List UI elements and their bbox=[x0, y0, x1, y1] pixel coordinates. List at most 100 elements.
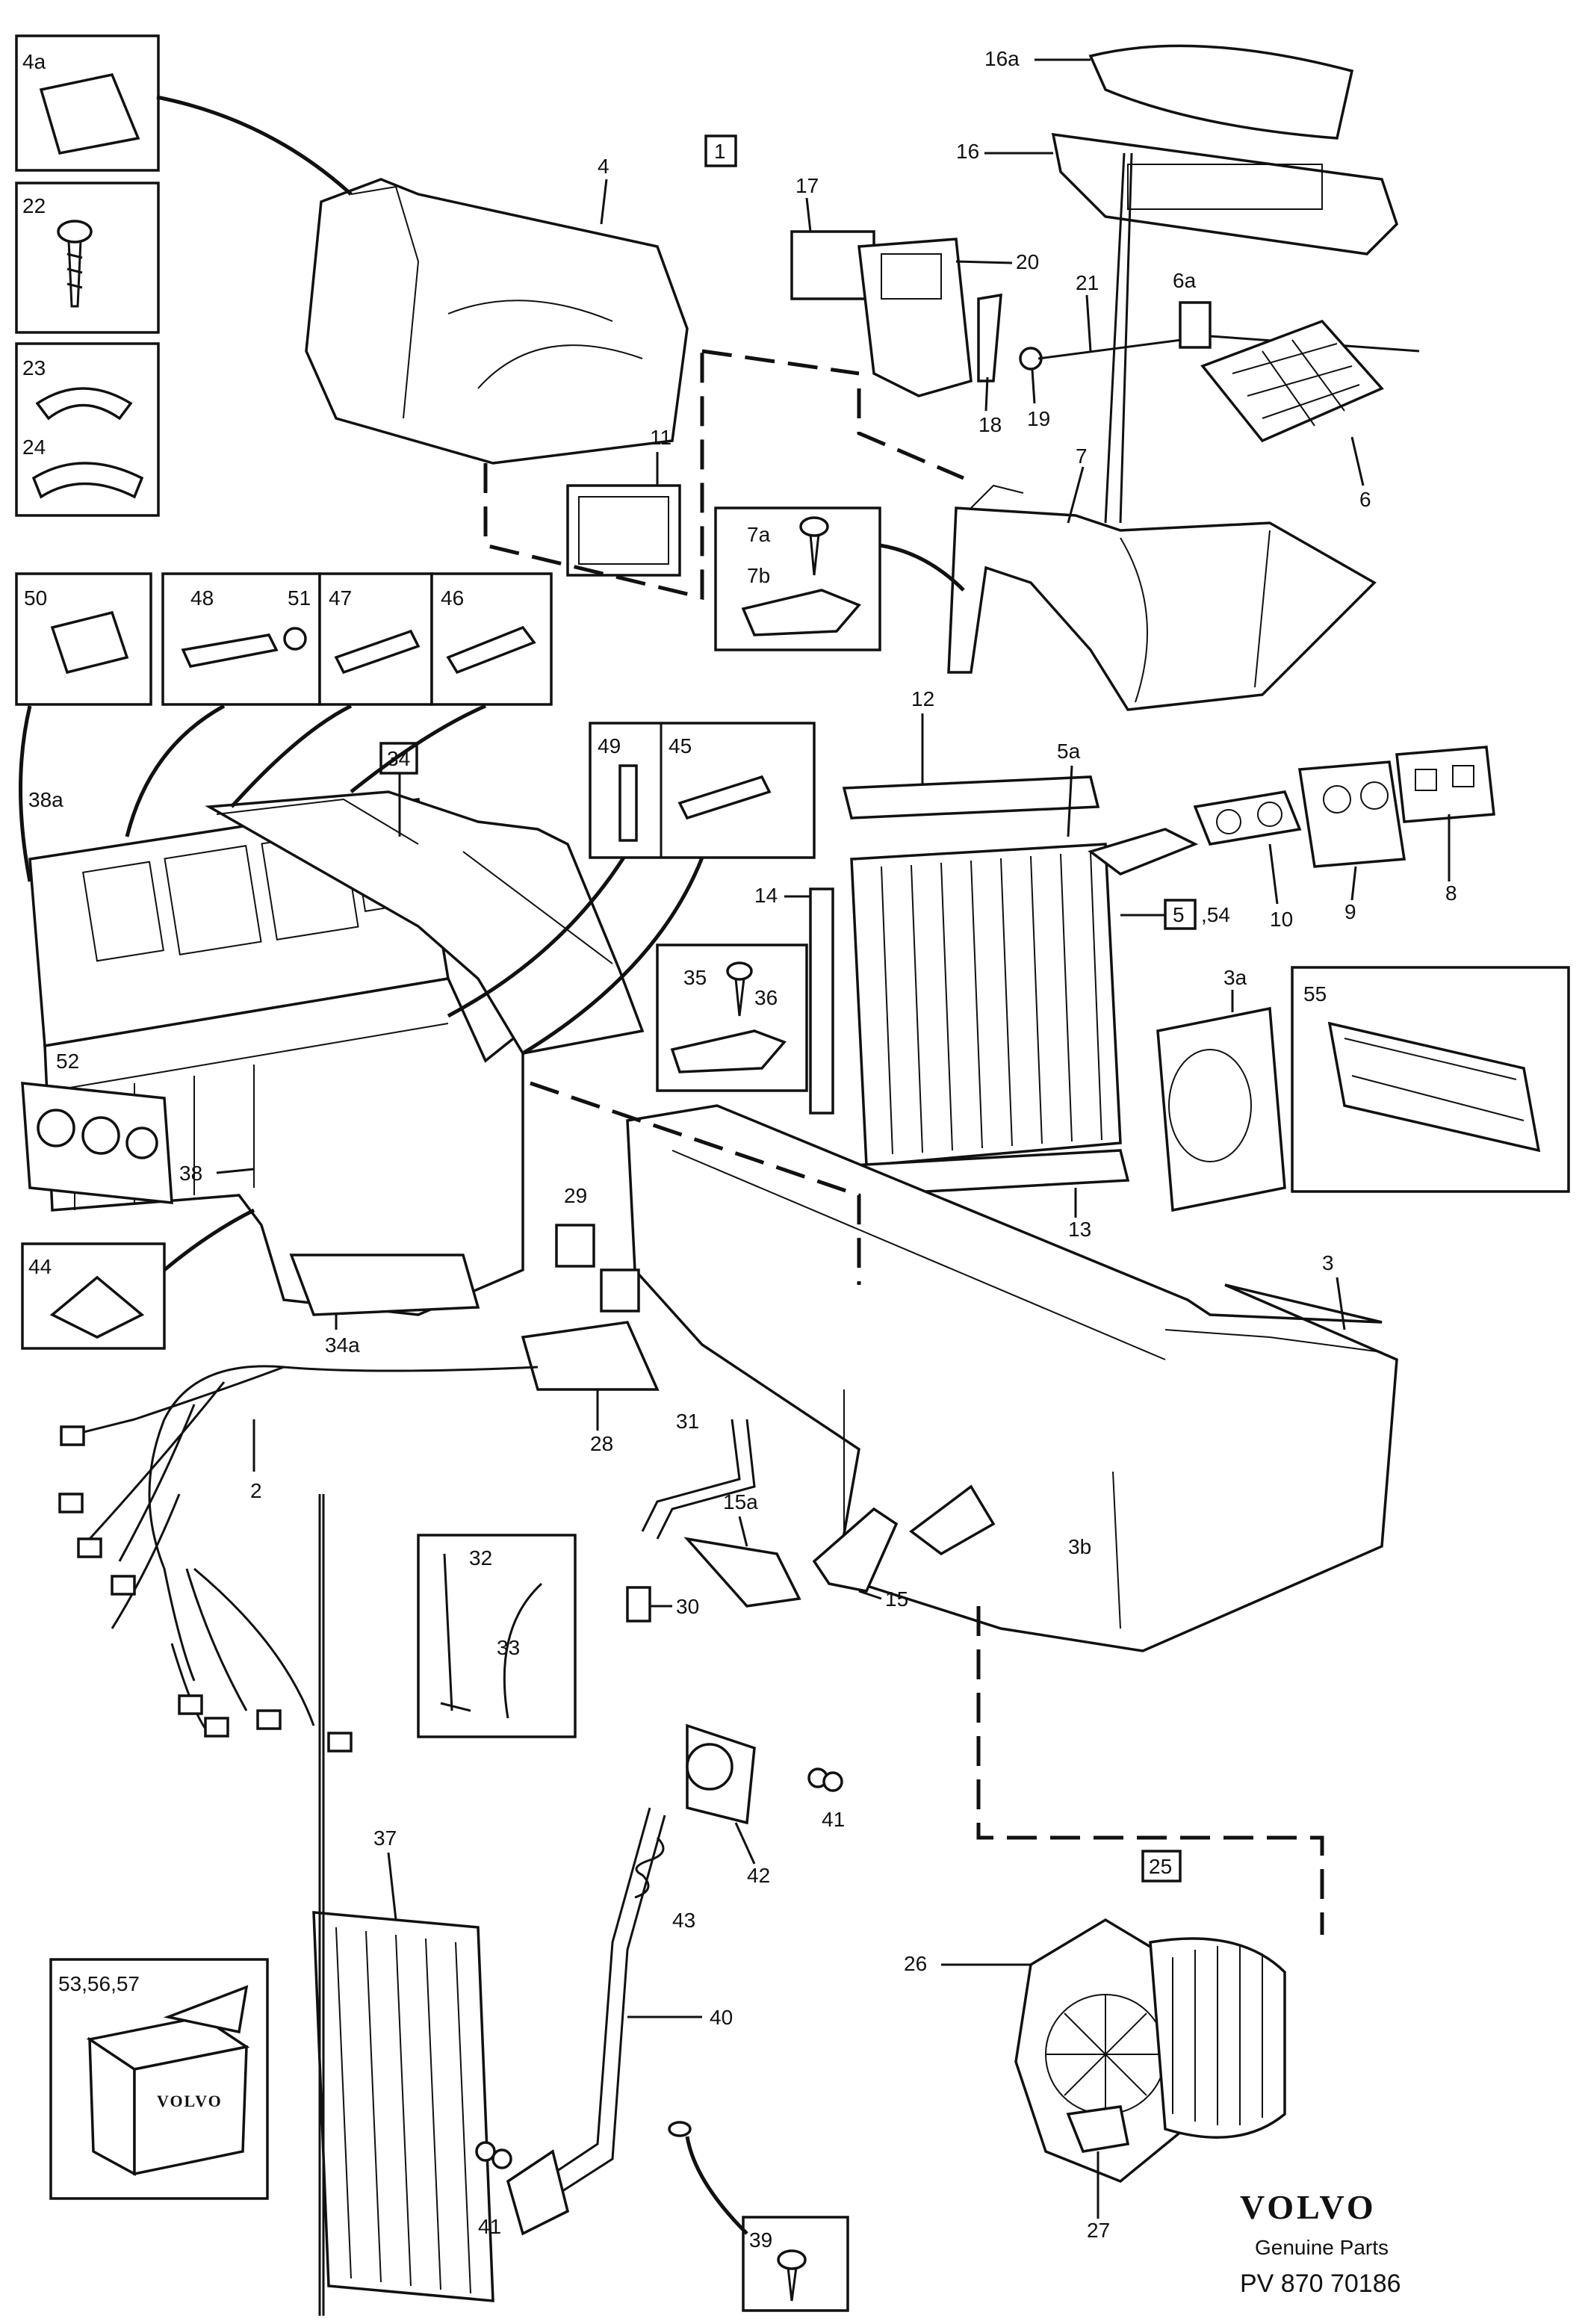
part-28-bracket: 28 bbox=[521, 1321, 660, 1455]
callout-36: 36 bbox=[754, 986, 778, 1009]
callout-8: 8 bbox=[1445, 881, 1457, 905]
arrow-7a-to-7 bbox=[879, 543, 965, 592]
part-17: 17 bbox=[790, 174, 875, 300]
callout-14: 14 bbox=[754, 884, 778, 907]
callout-26: 26 bbox=[904, 1952, 927, 1975]
part-52-control-panel: 52 bbox=[21, 1050, 173, 1204]
part-34a-foam: 34a bbox=[289, 1254, 480, 1357]
arrow-45 bbox=[521, 857, 704, 1056]
part-41-washers-bottom: 41 bbox=[475, 2141, 512, 2238]
callout-15a: 15a bbox=[723, 1490, 758, 1513]
callout-16: 16 bbox=[956, 140, 979, 163]
diagram-code: PV 870 70186 bbox=[1240, 2269, 1401, 2298]
callout-55: 55 bbox=[1303, 982, 1327, 1005]
callout-47: 47 bbox=[329, 586, 352, 610]
callout-22: 22 bbox=[22, 194, 46, 217]
inset-22: 22 bbox=[15, 182, 160, 334]
callout-7b: 7b bbox=[747, 564, 770, 587]
dash-guide-4 bbox=[483, 351, 704, 601]
part-12-cover: 12 bbox=[842, 687, 1100, 819]
callout-box-25 bbox=[1141, 1850, 1182, 1883]
callout-5a: 5a bbox=[1057, 740, 1081, 763]
part-27-connector: 27 bbox=[1066, 2105, 1130, 2242]
arrow-4a-to-4 bbox=[156, 95, 353, 196]
brand-block: VOLVO Genuine Parts PV 870 70186 bbox=[1240, 2188, 1401, 2298]
inset-55: 55 bbox=[1291, 966, 1570, 1193]
inset-53-56-57: 53,56,57 VOLVO bbox=[49, 1958, 269, 2200]
inset-49-45: 49 45 bbox=[589, 722, 816, 859]
callout-52: 52 bbox=[56, 1050, 79, 1073]
callout-3b: 3b bbox=[1068, 1535, 1091, 1558]
part-38-unit: 38 bbox=[43, 977, 524, 1316]
callout-39: 39 bbox=[749, 2228, 772, 2252]
part-6a-clip: 6a bbox=[1173, 269, 1212, 349]
arrow-46 bbox=[350, 704, 487, 793]
callout-51: 51 bbox=[288, 586, 311, 610]
brand-name: VOLVO bbox=[1240, 2188, 1377, 2226]
screw-39 bbox=[668, 2121, 692, 2137]
callout-37: 37 bbox=[373, 1826, 397, 1850]
callout-13: 13 bbox=[1068, 1218, 1091, 1241]
inset-44: 44 bbox=[21, 1242, 166, 1350]
callout-24: 24 bbox=[22, 436, 46, 459]
part-18-lever: 18 bbox=[977, 293, 1002, 436]
callout-6: 6 bbox=[1359, 488, 1371, 511]
callout-3: 3 bbox=[1322, 1251, 1334, 1274]
callout-6a: 6a bbox=[1173, 269, 1197, 292]
part-11-frame: 11 bbox=[566, 426, 681, 577]
callout-29: 29 bbox=[564, 1184, 587, 1207]
inset-46: 46 bbox=[430, 572, 553, 706]
callout-10: 10 bbox=[1270, 908, 1293, 931]
dash-guide-3-25 bbox=[976, 1606, 1324, 1935]
callout-16a: 16a bbox=[984, 47, 1020, 70]
part-42-valve: 42 bbox=[686, 1723, 770, 1887]
callout-30: 30 bbox=[676, 1595, 699, 1618]
callout-20: 20 bbox=[1016, 250, 1039, 273]
callout-43: 43 bbox=[672, 1909, 695, 1932]
callout-42: 42 bbox=[747, 1864, 770, 1887]
part-15-flap: 15 bbox=[812, 1484, 996, 1611]
callout-50: 50 bbox=[24, 586, 47, 610]
part-40-pipes: 40 bbox=[506, 1807, 733, 2236]
part-41-washers-top: 41 bbox=[807, 1767, 845, 1831]
part-5-evaporator: 5 ,54 bbox=[850, 828, 1230, 1167]
callout-44: 44 bbox=[28, 1255, 52, 1278]
guide-16-to-7 bbox=[1104, 152, 1133, 524]
callout-31: 31 bbox=[676, 1410, 699, 1433]
callout-41-top: 41 bbox=[822, 1808, 845, 1831]
part-16a: 16a bbox=[984, 44, 1354, 140]
inset-50: 50 bbox=[15, 572, 152, 706]
callout-3a: 3a bbox=[1223, 966, 1247, 989]
callout-9: 9 bbox=[1344, 900, 1356, 923]
callout-27: 27 bbox=[1087, 2219, 1110, 2242]
arrow-49 bbox=[447, 856, 626, 1018]
box-volvo-logo: VOLVO bbox=[157, 2092, 223, 2110]
part-37-heater-core: 37 bbox=[312, 1826, 494, 2302]
part-26-blower-motor: 26 bbox=[904, 1918, 1286, 2184]
part-21-rod: 21 bbox=[1037, 271, 1420, 360]
part-2-harness: 2 bbox=[58, 1365, 539, 1753]
part-3-housing: 3 3b bbox=[626, 1104, 1398, 1652]
callout-box-1 bbox=[704, 134, 737, 167]
part-8-plate: 8 bbox=[1395, 746, 1495, 905]
arrow-39 bbox=[685, 2136, 748, 2235]
inset-4a: 4a bbox=[15, 34, 160, 172]
part-3a-cover: 3a bbox=[1156, 966, 1286, 1212]
part-5a-pipes: 5a bbox=[1057, 740, 1081, 837]
part-9-plate: 9 bbox=[1297, 760, 1406, 923]
callout-18: 18 bbox=[978, 413, 1002, 436]
part-20-flap: 20 bbox=[857, 238, 1039, 397]
callout-49: 49 bbox=[598, 734, 621, 757]
part-34-housing: 34 bbox=[205, 742, 645, 1055]
inset-7a-7b: 7a 7b bbox=[714, 506, 881, 651]
part-14-seal: 14 bbox=[754, 884, 834, 1115]
part-29-relays: 29 bbox=[555, 1184, 640, 1313]
callout-38a: 38a bbox=[28, 788, 63, 811]
callout-34a: 34a bbox=[325, 1333, 360, 1357]
callout-54: ,54 bbox=[1201, 903, 1230, 926]
guide-34a bbox=[318, 1494, 325, 2316]
callout-19: 19 bbox=[1027, 407, 1050, 430]
callout-35: 35 bbox=[683, 966, 707, 989]
callout-32: 32 bbox=[469, 1546, 492, 1570]
